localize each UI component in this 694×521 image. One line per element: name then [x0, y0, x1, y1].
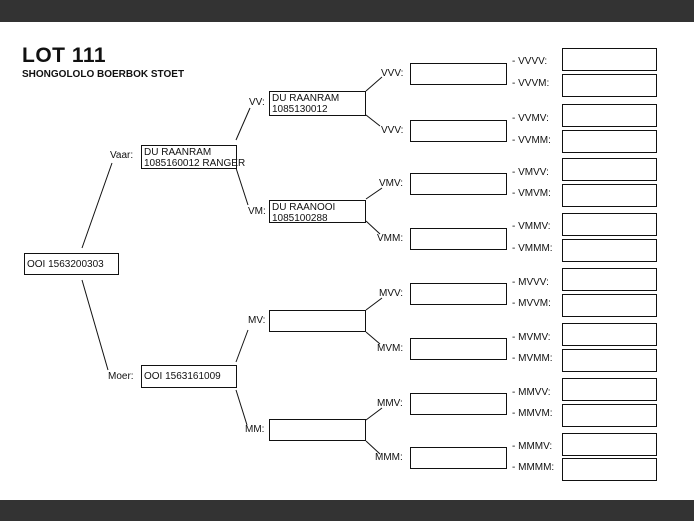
connector-line [365, 114, 381, 127]
connector-line [365, 76, 383, 92]
gggp-box-mvvv[interactable] [562, 268, 657, 291]
mv-label: MV: [248, 315, 266, 326]
vmv-box[interactable] [410, 173, 507, 195]
vv-registration: 1085130012 [272, 104, 328, 115]
gggp-box-vmmm[interactable] [562, 239, 657, 262]
mvm-box[interactable] [410, 338, 507, 360]
mmm-box[interactable] [410, 447, 507, 469]
gggp-box-mvmm[interactable] [562, 349, 657, 372]
moer-label: Moer: [108, 371, 134, 382]
gggp-label-vvmm: - VVMM: [512, 135, 551, 146]
subject-animal-box[interactable]: OOI 1563200303 [24, 253, 119, 275]
mmm-label: MMM: [375, 452, 403, 463]
mm-label: MM: [245, 424, 265, 435]
gggp-box-vvmv[interactable] [562, 104, 657, 127]
gggp-box-mmmm[interactable] [562, 458, 657, 481]
gggp-label-mmmv: - MMMV: [512, 441, 553, 452]
gggp-label-mvvm: - MVVM: [512, 298, 551, 309]
bottom-border-bar [0, 500, 694, 521]
gggp-label-mmmm: - MMMM: [512, 462, 555, 473]
gggp-box-vvvv[interactable] [562, 48, 657, 71]
connector-line [365, 440, 381, 455]
subject-animal-name: OOI 1563200303 [27, 258, 104, 270]
vaar-box[interactable]: DU RAANRAM 1085160012 RANGER [141, 145, 246, 169]
vm-registration: 1085100288 [272, 213, 328, 224]
gggp-box-vmvm[interactable] [562, 184, 657, 207]
vv-label: VV: [249, 97, 265, 108]
gggp-box-mvvm[interactable] [562, 294, 657, 317]
connector-line [235, 329, 249, 363]
gggp-label-mvmv: - MVMV: [512, 332, 551, 343]
mm-box[interactable] [269, 419, 366, 441]
gggp-label-mvvv: - MVVV: [512, 277, 549, 288]
vvm-box[interactable] [410, 120, 507, 142]
gggp-label-mmvm: - MMVM: [512, 408, 553, 419]
vmv-label: VMV: [379, 178, 404, 189]
gggp-box-mmmv[interactable] [562, 433, 657, 456]
connector-line [365, 297, 383, 311]
gggp-box-vvmm[interactable] [562, 130, 657, 153]
connector-line [235, 389, 248, 426]
vmm-label: VMM: [377, 233, 404, 244]
connector-line [235, 167, 249, 206]
vaar-label: Vaar: [110, 150, 134, 161]
mmv-box[interactable] [410, 393, 507, 415]
mvm-label: MVM: [377, 343, 404, 354]
gggp-box-vmmv[interactable] [562, 213, 657, 236]
connector-line [365, 187, 383, 200]
gggp-label-vmvv: - VMVV: [512, 167, 549, 178]
vvv-label: VVV: [381, 68, 404, 79]
vv-name: DU RAANRAM [272, 93, 340, 104]
vm-name: DU RAANOOI [272, 202, 336, 213]
gggp-label-mvmm: - MVMM: [512, 353, 553, 364]
vvm-label: VVV: [381, 125, 404, 136]
vm-box[interactable]: DU RAANOOI 1085100288 [269, 200, 366, 224]
stud-name: SHONGOLOLO BOERBOK STOET [22, 69, 185, 80]
gggp-label-vvmv: - VVMV: [512, 113, 549, 124]
gggp-box-vmvv[interactable] [562, 158, 657, 181]
moer-box[interactable]: OOI 1563161009 [141, 365, 237, 388]
gggp-label-vvvm: - VVVM: [512, 78, 550, 89]
vv-box[interactable]: DU RAANRAM 1085130012 [269, 91, 366, 116]
mv-box[interactable] [269, 310, 366, 332]
connector-line [365, 220, 381, 235]
connector-line [235, 107, 251, 141]
lot-title: LOT 111 [22, 44, 107, 67]
gggp-box-mmvm[interactable] [562, 404, 657, 427]
gggp-label-vmmm: - VMMM: [512, 243, 553, 254]
gggp-label-mmvv: - MMVV: [512, 387, 551, 398]
connector-line [365, 331, 381, 345]
vm-label: VM: [248, 206, 266, 217]
connector-line [81, 162, 113, 249]
connector-line [81, 279, 109, 371]
connector-line [365, 407, 383, 421]
gggp-box-vvvm[interactable] [562, 74, 657, 97]
vaar-registration: 1085160012 RANGER [144, 158, 246, 169]
moer-name: OOI 1563161009 [144, 371, 221, 382]
gggp-box-mvmv[interactable] [562, 323, 657, 346]
gggp-label-vmvm: - VMVM: [512, 188, 551, 199]
top-border-bar [0, 0, 694, 22]
gggp-box-mmvv[interactable] [562, 378, 657, 401]
vvv-box[interactable] [410, 63, 507, 85]
gggp-label-vvvv: - VVVV: [512, 56, 548, 67]
vmm-box[interactable] [410, 228, 507, 250]
vaar-name: DU RAANRAM [144, 147, 212, 158]
mmv-label: MMV: [377, 398, 403, 409]
gggp-label-vmmv: - VMMV: [512, 221, 551, 232]
mvv-label: MVV: [379, 288, 404, 299]
mvv-box[interactable] [410, 283, 507, 305]
